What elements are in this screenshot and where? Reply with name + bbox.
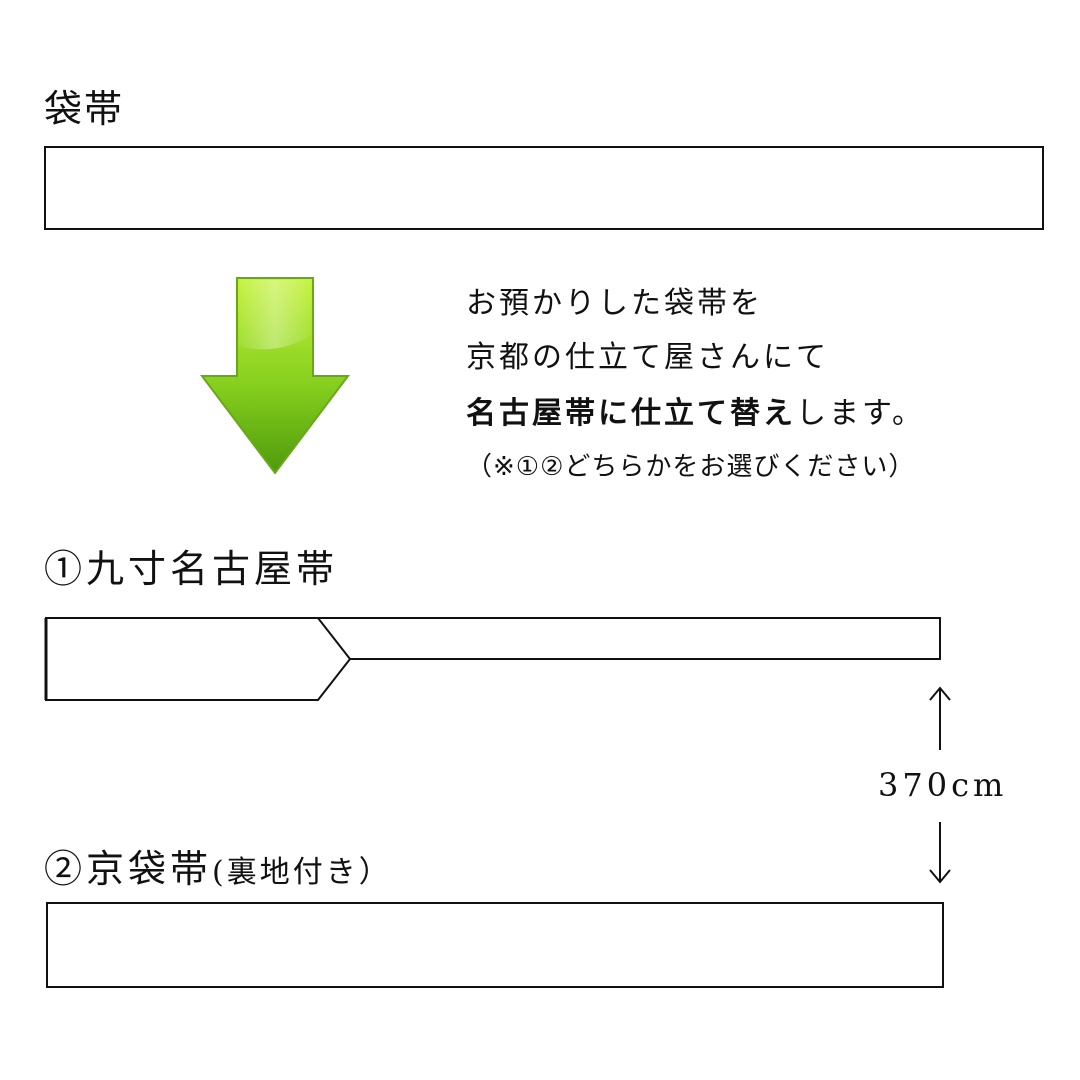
length-label: 370cm — [878, 766, 1008, 804]
selection-note: （※①②どちらかをお選びください） — [466, 452, 916, 482]
arrow-up-icon — [929, 686, 951, 750]
description-line-3-rest: します。 — [796, 396, 925, 431]
option-2-title: ②京袋帯(裏地付き） — [44, 838, 392, 893]
description-emphasis: 名古屋帯に仕立て替え — [466, 396, 796, 431]
description-line-3: 名古屋帯に仕立て替えします。 — [466, 388, 925, 432]
option-2-suffix: (裏地付き） — [212, 855, 392, 890]
option-1-title: ①九寸名古屋帯 — [44, 547, 339, 591]
down-arrow-icon — [200, 277, 350, 475]
kyo-fukuro-obi-diagram — [46, 902, 944, 988]
description-line-2: 京都の仕立て屋さんにて — [466, 340, 829, 375]
fukuro-obi-title: 袋帯 — [44, 87, 125, 131]
description-line-1: お預かりした袋帯を — [466, 286, 763, 321]
option-2-name: ②京袋帯 — [44, 847, 213, 891]
arrow-down-icon — [929, 822, 951, 884]
nagoya-obi-diagram — [44, 617, 941, 701]
fukuro-obi-diagram — [44, 146, 1044, 230]
